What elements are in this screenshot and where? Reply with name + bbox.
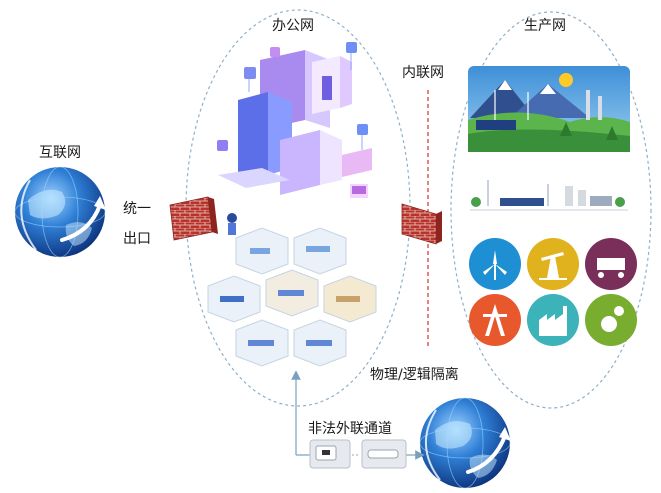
intranet-label: 内联网 — [402, 65, 444, 81]
office-rooms-illustration — [207, 227, 377, 367]
firewall-right-icon — [401, 203, 442, 245]
production-landscape-illustration — [468, 66, 630, 152]
factory-icon — [527, 294, 579, 346]
industrial-strip-illustration — [470, 180, 628, 211]
wind-turbine-icon — [469, 238, 521, 290]
power-tower-icon — [469, 294, 521, 346]
firewall-left-icon — [169, 196, 218, 241]
oil-pump-icon — [527, 238, 579, 290]
usb-modem-icon — [309, 439, 351, 469]
external-globe-icon — [419, 397, 511, 489]
unified-exit-label-line1: 统一 — [123, 201, 151, 217]
office-building-illustration — [217, 42, 372, 235]
tanker-icon — [585, 238, 637, 290]
office-network-label: 办公网 — [272, 18, 314, 34]
unified-exit-label-line2: 出口 — [123, 231, 151, 247]
production-icon-grid — [469, 238, 637, 346]
wifi-dongle-icon — [361, 439, 407, 469]
gears-icon — [585, 294, 637, 346]
production-network-ellipse — [450, 11, 652, 409]
production-network-label: 生产网 — [524, 18, 566, 34]
isolation-label: 物理/逻辑隔离 — [370, 367, 459, 383]
illegal-channel-label: 非法外联通道 — [308, 421, 392, 437]
internet-label: 互联网 — [39, 145, 81, 161]
illegal-channel-path — [291, 370, 425, 460]
internet-globe-icon — [14, 166, 106, 258]
